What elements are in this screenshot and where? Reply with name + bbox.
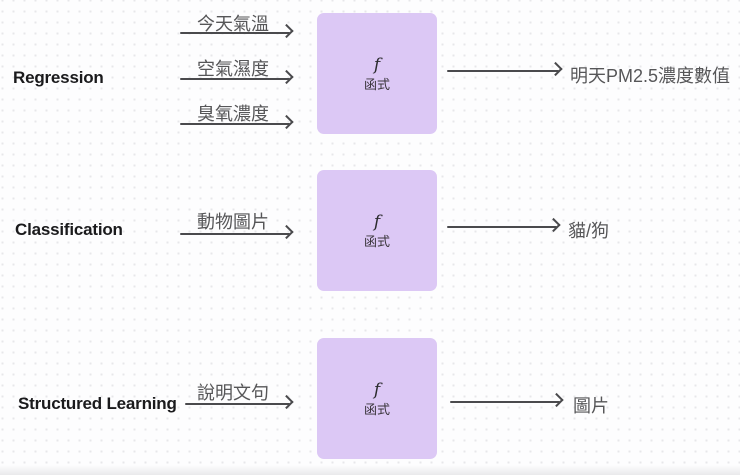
function-box: f 函式	[317, 13, 437, 134]
function-symbol: f	[373, 54, 381, 75]
function-box-label: 函式	[363, 233, 390, 249]
output-label-pm25: 明天PM2.5濃度數值	[570, 66, 731, 86]
function-box: f 函式	[317, 338, 437, 459]
function-symbol: f	[373, 379, 381, 400]
output-label-cat-dog: 貓/狗	[568, 221, 610, 241]
input-label-animal-picture: 動物圖片	[197, 212, 269, 232]
function-box-label: 函式	[363, 76, 390, 92]
row-label-structured-learning: Structured Learning	[18, 394, 177, 413]
arrow-shaft	[447, 70, 559, 72]
arrow-shaft	[180, 78, 290, 80]
input-label-description-sentence: 說明文句	[197, 383, 269, 403]
arrow-head-icon	[546, 217, 561, 233]
arrow-shaft	[180, 123, 290, 125]
function-box-label: 函式	[363, 401, 390, 417]
input-label-temperature: 今天氣溫	[197, 14, 269, 34]
input-label-ozone: 臭氧濃度	[197, 104, 269, 124]
arrow-shaft	[180, 32, 290, 34]
row-label-classification: Classification	[15, 220, 123, 239]
arrow-head-icon	[548, 61, 563, 77]
output-label-picture: 圖片	[573, 396, 609, 416]
arrow-shaft	[180, 233, 290, 235]
arrow-head-icon	[549, 392, 564, 408]
function-symbol: f	[373, 211, 381, 232]
arrow-shaft	[185, 403, 290, 405]
arrow-shaft	[450, 401, 560, 403]
function-box: f 函式	[317, 170, 437, 291]
bottom-edge-strip	[0, 465, 740, 475]
row-label-regression: Regression	[13, 68, 104, 87]
input-label-humidity: 空氣濕度	[197, 59, 269, 79]
arrow-shaft	[447, 226, 557, 228]
